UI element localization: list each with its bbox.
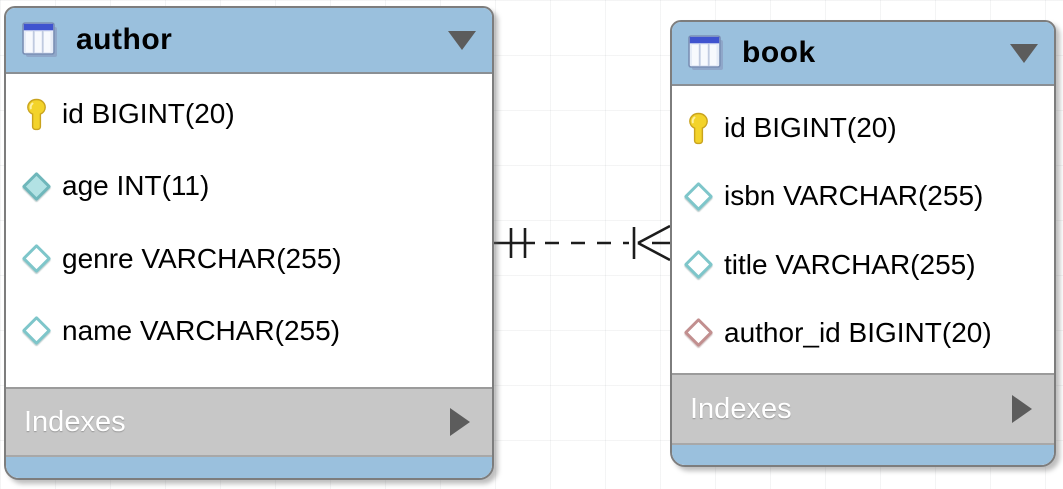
column-row[interactable]: genre VARCHAR(255) bbox=[18, 223, 484, 295]
column-label: name VARCHAR(255) bbox=[62, 314, 341, 346]
indexes-label: Indexes bbox=[690, 392, 792, 425]
column-row[interactable]: name VARCHAR(255) bbox=[18, 295, 484, 367]
indexes-section[interactable]: Indexes bbox=[672, 373, 1054, 445]
triangle-down-icon[interactable] bbox=[448, 30, 476, 50]
column-row[interactable]: id BIGINT(20) bbox=[680, 94, 1048, 162]
table-icon bbox=[688, 35, 723, 70]
crow-foot-upper-arm bbox=[637, 224, 671, 245]
indexes-label: Indexes bbox=[24, 405, 126, 438]
column-label: title VARCHAR(255) bbox=[724, 248, 976, 280]
table-author[interactable]: author id BIGINT(20) age INT(11) genre V… bbox=[4, 6, 494, 480]
column-label: age INT(11) bbox=[62, 170, 210, 202]
table-bottom-strip bbox=[672, 445, 1054, 465]
column-row[interactable]: age INT(11) bbox=[18, 150, 484, 222]
table-bottom-strip bbox=[6, 457, 492, 478]
column-row[interactable]: id BIGINT(20) bbox=[18, 78, 484, 150]
column-row[interactable]: author_id BIGINT(20) bbox=[680, 299, 1048, 367]
column-label: author_id BIGINT(20) bbox=[724, 316, 992, 348]
table-title: author bbox=[76, 23, 173, 56]
table-title: book bbox=[742, 36, 816, 69]
column-nullable-icon bbox=[683, 249, 713, 280]
table-author-columns: id BIGINT(20) age INT(11) genre VARCHAR(… bbox=[6, 74, 492, 387]
table-icon bbox=[22, 22, 57, 57]
column-label: id BIGINT(20) bbox=[62, 98, 235, 130]
column-label: isbn VARCHAR(255) bbox=[724, 180, 984, 212]
column-row[interactable]: isbn VARCHAR(255) bbox=[680, 162, 1048, 230]
table-book-header[interactable]: book bbox=[672, 22, 1054, 86]
column-not-null-icon bbox=[21, 171, 51, 202]
triangle-right-icon[interactable] bbox=[450, 408, 470, 436]
table-book[interactable]: book id BIGINT(20) isbn VARCHAR(255) tit… bbox=[670, 20, 1056, 467]
table-book-columns: id BIGINT(20) isbn VARCHAR(255) title VA… bbox=[672, 86, 1054, 373]
column-nullable-icon bbox=[21, 243, 51, 274]
crow-foot-lower-arm bbox=[637, 241, 671, 262]
primary-key-icon bbox=[18, 98, 54, 131]
column-label: id BIGINT(20) bbox=[724, 112, 897, 144]
triangle-down-icon[interactable] bbox=[1010, 43, 1038, 63]
column-row[interactable]: title VARCHAR(255) bbox=[680, 231, 1048, 299]
primary-key-icon bbox=[680, 112, 716, 145]
column-label: genre VARCHAR(255) bbox=[62, 242, 342, 274]
table-author-header[interactable]: author bbox=[6, 8, 492, 74]
foreign-key-icon bbox=[683, 318, 713, 348]
column-nullable-icon bbox=[21, 316, 51, 346]
indexes-section[interactable]: Indexes bbox=[6, 387, 492, 457]
column-nullable-icon bbox=[683, 181, 713, 212]
triangle-right-icon[interactable] bbox=[1012, 395, 1032, 423]
